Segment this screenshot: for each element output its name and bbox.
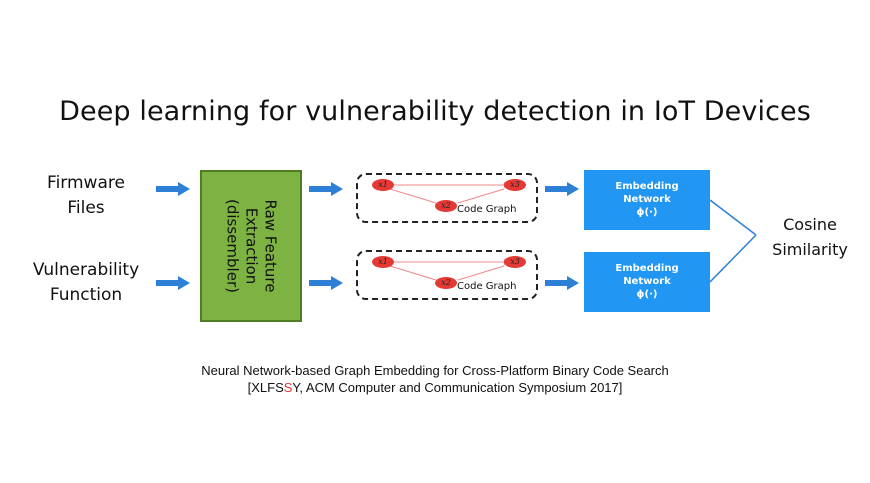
- extraction-text: Raw Feature Extraction (dissembler): [223, 171, 280, 321]
- citation-venue-pre: [XLFS: [247, 380, 284, 395]
- vulnerability-function-label: Vulnerability Function: [26, 258, 146, 308]
- cosine-line1: Cosine: [783, 215, 837, 234]
- firmware-line2: Files: [67, 198, 105, 218]
- extraction-line2: Extraction: [242, 207, 261, 285]
- embedding-line3: ϕ(·): [636, 289, 658, 300]
- embedding-network-box: Embedding Network ϕ(·): [584, 170, 710, 230]
- arrow-right-icon: [156, 182, 190, 196]
- code-graph-label: Code Graph: [457, 204, 517, 215]
- graph-edges: [389, 259, 510, 281]
- graph-node-x1: x1: [372, 179, 394, 191]
- embedding-line1: Embedding: [615, 181, 679, 192]
- slide-title: Deep learning for vulnerability detectio…: [59, 96, 811, 127]
- arrow-right-icon: [309, 276, 343, 290]
- arrow-right-icon: [309, 182, 343, 196]
- similarity-connector: [710, 199, 757, 283]
- citation-venue-post: Y, ACM Computer and Communication Sympos…: [292, 380, 623, 395]
- citation-highlight: S: [283, 380, 293, 395]
- arrow-right-icon: [545, 276, 579, 290]
- graph-node-x3: x3: [504, 179, 526, 191]
- graph-node-x2: x2: [435, 277, 457, 289]
- firmware-line1: Firmware: [47, 173, 125, 193]
- code-graph-box: x1 x2 x3 Code Graph: [356, 173, 538, 223]
- firmware-files-label: Firmware Files: [36, 171, 136, 221]
- arrow-right-icon: [545, 182, 579, 196]
- arrow-right-icon: [156, 276, 190, 290]
- embedding-line2: Network: [623, 194, 671, 205]
- code-graph-box: x1 x2 x3 Code Graph: [356, 250, 538, 300]
- cosine-similarity-label: Cosine Similarity: [760, 212, 860, 262]
- embedding-network-box: Embedding Network ϕ(·): [584, 252, 710, 312]
- embedding-line1: Embedding: [615, 263, 679, 274]
- extraction-line3: (dissembler): [223, 199, 242, 293]
- citation-venue: [XLFSSY, ACM Computer and Communication …: [0, 380, 870, 396]
- embedding-line3: ϕ(·): [636, 207, 658, 218]
- vuln-line2: Function: [49, 285, 123, 305]
- embedding-line2: Network: [623, 276, 671, 287]
- code-graph-label: Code Graph: [457, 281, 517, 292]
- graph-node-x1: x1: [372, 256, 394, 268]
- graph-node-x3: x3: [504, 256, 526, 268]
- vuln-line1: Vulnerability: [32, 260, 140, 280]
- extraction-line1: Raw Feature: [261, 199, 280, 293]
- cosine-line2: Similarity: [772, 240, 848, 259]
- citation-title: Neural Network-based Graph Embedding for…: [201, 363, 669, 378]
- raw-feature-extraction-box: Raw Feature Extraction (dissembler): [200, 170, 302, 322]
- graph-node-x2: x2: [435, 200, 457, 212]
